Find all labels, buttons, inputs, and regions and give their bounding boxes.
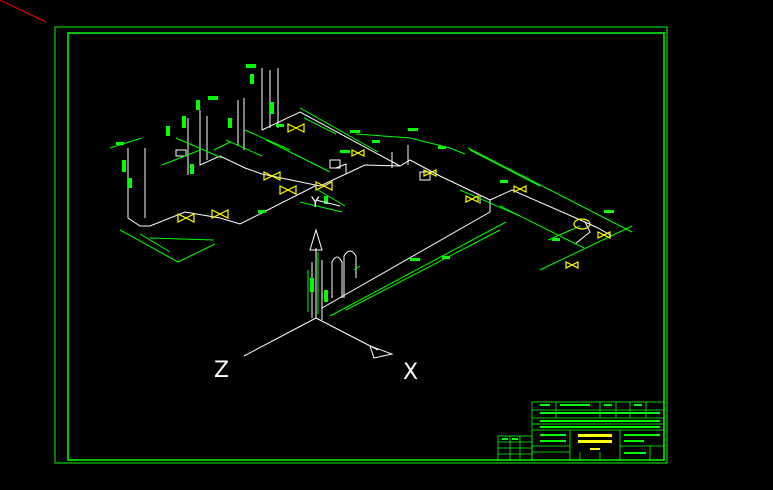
stray-line <box>0 0 47 23</box>
title-block-title <box>578 434 612 450</box>
outer-frame <box>54 26 668 464</box>
axis-triad <box>243 199 394 359</box>
dimension-lines <box>109 107 633 317</box>
x-axis-label: X <box>403 360 419 385</box>
dimension-text-marks <box>116 64 614 302</box>
valve-icon <box>177 123 611 269</box>
inner-frame <box>67 32 665 461</box>
z-axis-label: Z <box>214 358 230 383</box>
y-axis-label: Y <box>311 195 320 211</box>
arrow-head-icon <box>309 228 323 251</box>
title-block <box>497 401 665 461</box>
pipe-network <box>127 68 613 320</box>
title-block-marks <box>502 404 660 454</box>
